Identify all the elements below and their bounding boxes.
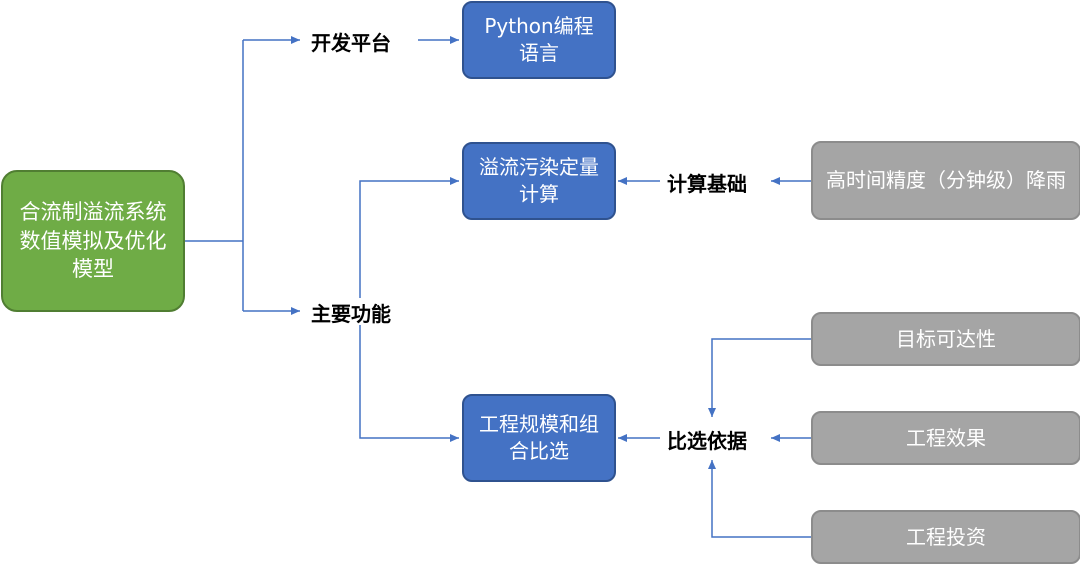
node-target: 目标可达性: [811, 312, 1080, 366]
label-functions: 主要功能: [311, 302, 391, 326]
label-platform: 开发平台: [311, 31, 391, 55]
node-python: Python编程语言: [462, 1, 616, 79]
root-node: 合流制溢流系统数值模拟及优化模型: [1, 170, 185, 312]
arrow-functions-quant: [359, 177, 459, 298]
node-scale: 工程规模和组合比选: [462, 394, 616, 482]
node-effect: 工程效果: [811, 411, 1080, 465]
arrow-functions-scale: [359, 325, 459, 442]
node-target-text: 目标可达性: [896, 326, 996, 351]
root-node-text: 合流制溢流系统数值模拟及优化模型: [19, 200, 167, 282]
node-quant-text: 溢流污染定量计算: [479, 155, 599, 206]
label-calc-basis: 计算基础: [667, 172, 747, 196]
label-compare-basis: 比选依据: [667, 429, 747, 453]
node-quant: 溢流污染定量计算: [462, 142, 616, 220]
node-rain: 高时间精度（分钟级）降雨: [811, 141, 1080, 220]
node-invest-text: 工程投资: [906, 524, 986, 549]
node-effect-text: 工程效果: [906, 425, 986, 450]
node-invest: 工程投资: [811, 510, 1080, 564]
node-rain-text: 高时间精度（分钟级）降雨: [826, 168, 1066, 192]
arrow-target-compare: [708, 338, 811, 417]
arrow-invest-compare: [708, 460, 811, 538]
node-scale-text: 工程规模和组合比选: [479, 412, 599, 463]
node-python-text: Python编程语言: [484, 14, 594, 65]
